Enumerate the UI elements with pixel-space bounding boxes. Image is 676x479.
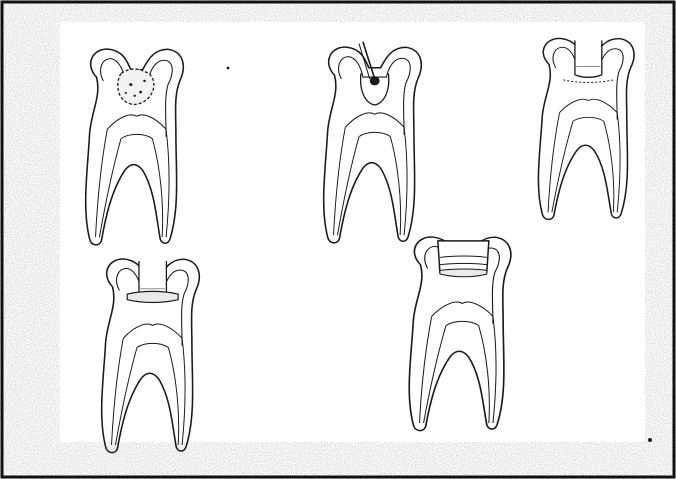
restoration-layer-3 bbox=[440, 269, 487, 277]
scan-speck bbox=[648, 438, 652, 442]
scan-speck bbox=[227, 67, 230, 70]
prep-box bbox=[575, 40, 602, 66]
base-layer bbox=[127, 291, 178, 302]
